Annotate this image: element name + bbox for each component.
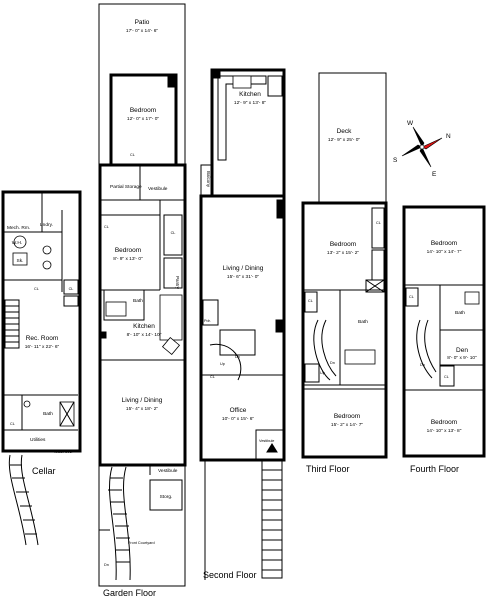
third-closet2-label: CL [308,299,313,303]
second-floor-plan: Kitchen 12'- 9" x 13'- 8" Balcony Living… [199,68,286,580]
compass-e: E [432,171,437,178]
second-kitchen-label: Kitchen [239,91,261,98]
cellar-exterior-stair [8,454,39,546]
rec-room-dim: 16'- 11" x 22'- 6" [25,344,60,350]
third-floor-building [301,201,388,459]
fourth-bath-label: Bath [455,310,465,316]
partial-storage-label: Partial Storage [110,184,142,190]
garden-down-label: Dn [104,563,109,567]
powder-room-label: Pdr. [204,319,211,323]
garden-bedroom-label: Bedroom [130,107,156,114]
third-bedroom-label: Bedroom [330,241,356,248]
third-up-label: Up [320,371,325,375]
deck-dim: 12'- 9" x 25'- 0" [328,137,360,143]
cellar-plan: Mech. Rm. W.H. Lndry. Sk. CL CL Rec. Roo… [1,190,82,546]
garden-floor-plan: Patio 17'- 0" x 14'- 6" Bedroom 12'- 0" … [98,3,187,598]
garden-living-label: Living / Dining [122,397,163,404]
second-vestibule-label: Vestibule [259,439,274,443]
second-floor-label: Second Floor [203,570,257,580]
fourth-down-label: Dn [420,363,425,367]
third-floor-label: Third Floor [306,464,350,474]
garden-storage-label: Storg. [160,494,173,500]
mech-room-label: Mech. Rm. [7,225,30,231]
fourth-bedroom2-label: Bedroom [431,419,457,426]
fourth-closet2-label: CL [444,375,449,379]
second-kitchen-wing [210,68,286,198]
sink [12,252,28,266]
second-down-label: Dn [235,355,240,359]
patio-dim: 17'- 0" x 14'- 6" [126,28,158,34]
cellar-closet-label: CL [34,287,39,291]
third-bedroom2-dim: 15'- 2" x 14'- 7" [331,422,363,428]
cellar-stairs [4,299,20,349]
third-bath-label: Bath [358,319,368,325]
fourth-closet-label: CL [409,295,414,299]
den-dim: 8'- 0" x 9'- 10" [447,355,477,361]
second-up-label: Up [220,362,225,366]
compass-n: N [446,133,451,140]
den-label: Den [456,347,468,354]
garden-bedroom-dim: 12'- 0" x 17'- 0" [127,116,159,122]
garden-floor-label: Garden Floor [103,588,156,598]
water-heater-label: W.H. [12,240,22,246]
deck-label: Deck [337,128,353,135]
third-closet-label: CL [376,221,381,225]
cellar-closet2-label: CL [69,287,74,291]
fourth-bedroom2-dim: 14'- 10" x 13'- 8" [427,428,462,434]
pantry-label: Pantry [175,276,180,290]
fourth-floor-label: Fourth Floor [410,464,459,474]
third-bedroom2-label: Bedroom [334,413,360,420]
garden-kitchen-label: Kitchen [133,323,155,330]
garden-closet-label: CL [130,153,135,157]
fourth-floor-plan: Bedroom 14'- 10" x 14'- 7" CL Bath Den 8… [402,205,486,474]
fourth-bedroom-dim: 14'- 10" x 14'- 7" [427,249,462,255]
balcony-label: Balcony [206,171,211,188]
second-closet-label: CL [210,375,215,379]
garden-bedroom2-label: Bedroom [115,247,141,254]
fourth-bedroom-label: Bedroom [431,240,457,247]
second-kitchen-dim: 12'- 9" x 13'- 8" [234,100,266,106]
office-label: Office [230,407,247,414]
compass-rose: N S E W [393,120,451,178]
utilities-label: Utilities [30,437,46,443]
front-courtyard-label: Front Courtyard [128,541,155,545]
third-bedroom-dim: 13'- 2" x 15'- 2" [327,250,359,256]
garden-vestibule-label: Vestibule [148,186,168,192]
garden-building [98,163,187,467]
laundry-label: Lndry. [40,222,53,228]
sink-label: Sk. [17,258,24,264]
garden-front-stair [108,466,131,581]
second-living-label: Living / Dining [223,265,264,272]
patio-label: Patio [135,19,150,26]
garden-bath-label: Bath [133,298,143,304]
compass-north-arrow [421,137,443,150]
garden-bedroom2-dim: 8'- 9" x 13'- 0" [113,256,143,262]
compass-w: W [407,120,414,127]
water-heater [13,235,27,249]
fourth-floor-building [402,205,486,458]
balcony [200,164,213,196]
office-dim: 10'- 0" x 15'- 6" [222,416,254,422]
water-service-label: Water Svc. [54,450,72,454]
garden-kitchen-dim: 8'- 10" x 14'- 10" [127,332,162,338]
second-front-stoop [261,443,283,579]
garden-living-dim: 15'- 4" x 18'- 2" [126,406,158,412]
third-down-label: Dn [330,361,335,365]
garden-closet3-label: CL [171,231,176,235]
cellar-closet3-label: CL [10,422,15,426]
compass-s: S [393,157,398,164]
second-living-dim: 15'- 6" x 31'- 0" [227,274,259,280]
third-floor-plan: Deck 12'- 9" x 25'- 0" Bedroom 13'- 2" x… [301,72,388,474]
garden-vestibule2-label: Vestibule [158,468,178,474]
cellar-floor-label: Cellar [32,466,56,476]
second-floor-building [199,194,286,462]
rec-room-label: Rec. Room [26,335,59,342]
garden-closet2-label: CL [104,225,109,229]
cellar-bath-label: Bath [43,411,53,417]
